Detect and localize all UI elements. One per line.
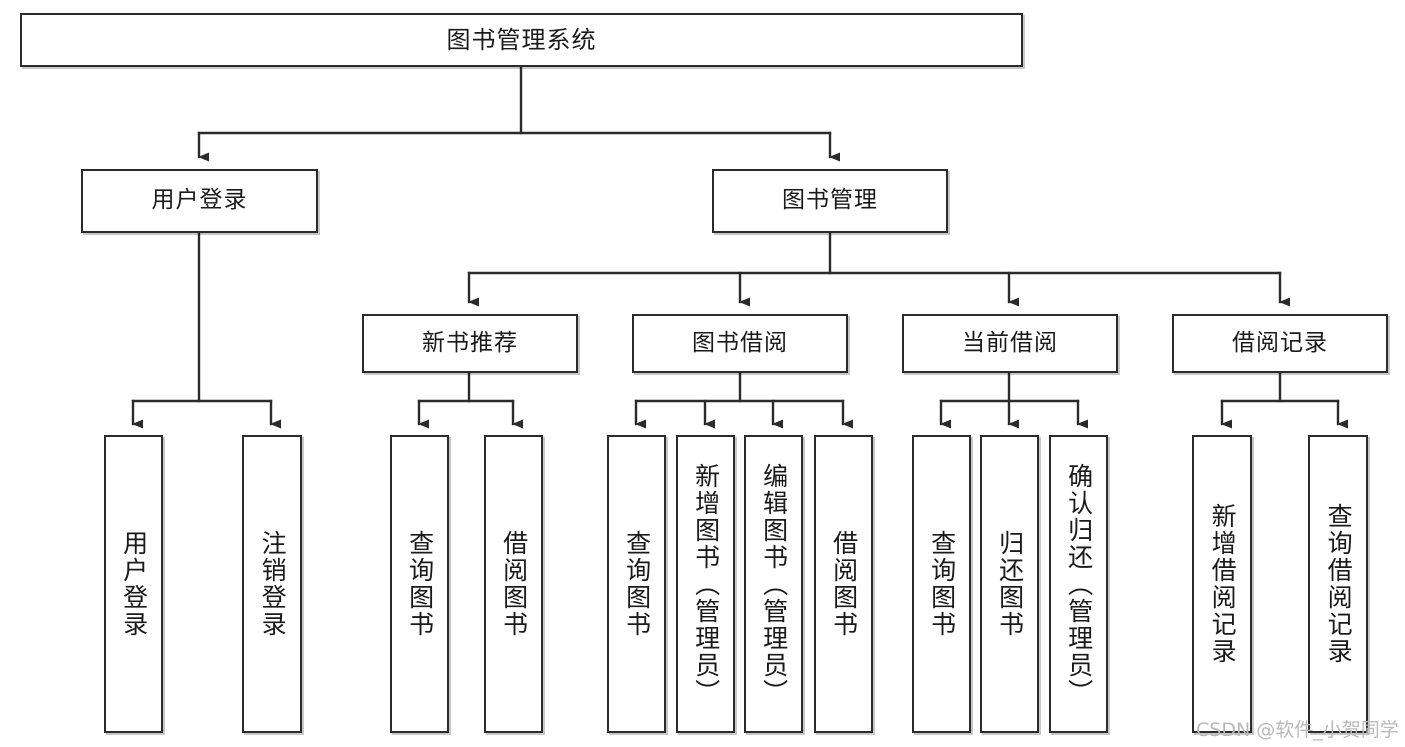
node-label: 借阅记录 [1232,329,1328,356]
node-label: 图书管理 [782,187,878,214]
node-leaf-query-book-2[interactable]: 查询图书 [607,435,666,733]
node-leaf-add-borrow-record[interactable]: 新增借阅记录 [1192,435,1252,733]
node-leaf-return-book[interactable]: 归还图书 [980,435,1039,733]
node-leaf-query-book-1[interactable]: 查询图书 [390,435,449,733]
node-label: 图书管理系统 [446,25,597,54]
node-label: 新增借阅记录 [1208,503,1238,665]
node-current-borrowing[interactable]: 当前借阅 [902,314,1118,373]
node-label: 确认归还（管理员） [1064,462,1094,706]
node-leaf-add-book[interactable]: 新增图书（管理员） [676,435,735,733]
node-book-management[interactable]: 图书管理 [712,169,948,233]
node-label: 查询借阅记录 [1324,503,1354,665]
node-label: 归还图书 [995,530,1025,638]
csdn-watermark: CSDN @软件_小贺同学 [1196,719,1399,741]
node-leaf-query-book-3[interactable]: 查询图书 [912,435,971,733]
node-leaf-logout[interactable]: 注销登录 [242,435,302,733]
node-user-login[interactable]: 用户登录 [81,169,318,233]
node-label: 查询图书 [927,530,957,638]
node-leaf-borrow-book-2[interactable]: 借阅图书 [814,435,873,733]
node-leaf-query-borrow-record[interactable]: 查询借阅记录 [1308,435,1368,733]
node-root-book-management-system[interactable]: 图书管理系统 [20,13,1023,67]
node-leaf-confirm-return[interactable]: 确认归还（管理员） [1049,435,1108,733]
node-borrowing-records[interactable]: 借阅记录 [1172,314,1388,373]
node-label: 新增图书（管理员） [691,462,721,706]
node-label: 当前借阅 [962,329,1058,356]
node-leaf-edit-book[interactable]: 编辑图书（管理员） [744,435,803,733]
node-label: 查询图书 [405,530,435,638]
node-book-borrowing[interactable]: 图书借阅 [632,314,848,373]
node-label: 新书推荐 [422,329,518,356]
node-leaf-user-login[interactable]: 用户登录 [104,435,163,733]
node-label: 图书借阅 [692,329,788,356]
node-label: 编辑图书（管理员） [759,462,789,706]
node-label: 注销登录 [258,530,288,638]
node-label: 借阅图书 [829,530,859,638]
node-label: 查询图书 [622,530,652,638]
node-label: 用户登录 [119,530,149,638]
node-leaf-borrow-book-1[interactable]: 借阅图书 [484,435,543,733]
node-new-book-recommendation[interactable]: 新书推荐 [362,314,578,373]
node-label: 用户登录 [151,187,248,214]
node-label: 借阅图书 [499,530,529,638]
